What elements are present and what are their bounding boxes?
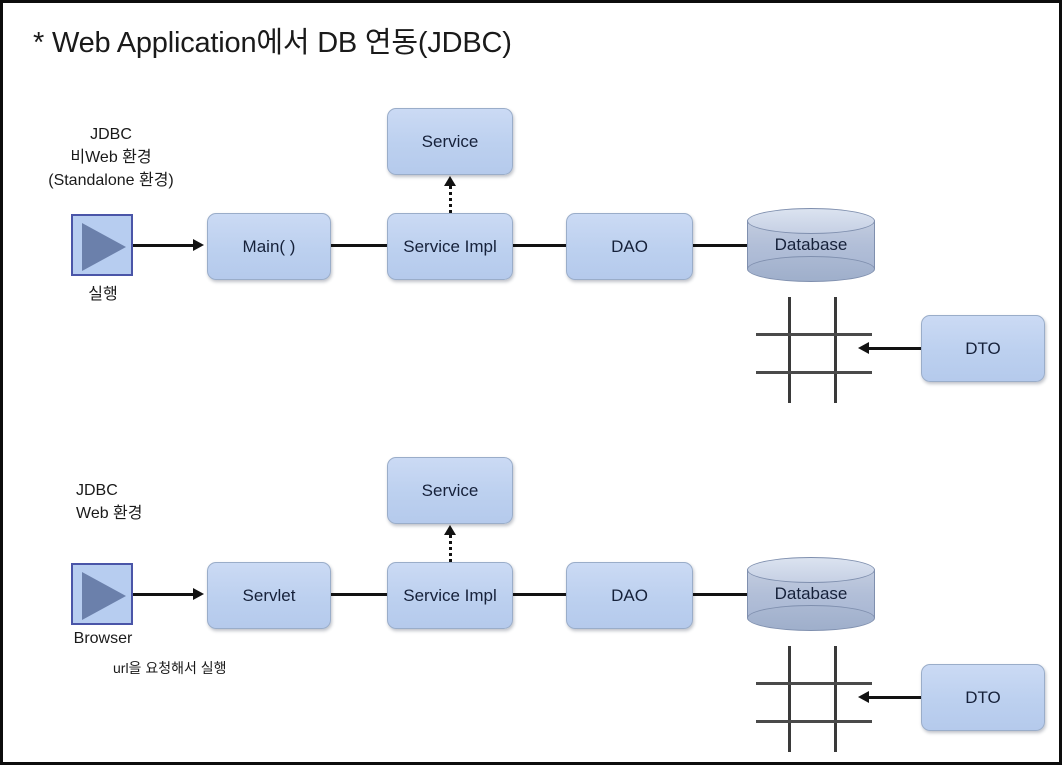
group-label-web: JDBC Web 환경 [76,482,143,523]
grid-vline-1 [788,646,791,752]
play-icon-web[interactable] [71,563,133,625]
node-dto-web[interactable]: DTO [921,664,1045,731]
node-service-impl-standalone[interactable]: Service Impl [387,213,513,280]
arrowhead-dto-to-grid-web [858,691,869,703]
grid-vline-2 [834,297,837,403]
node-dao-web[interactable]: DAO [566,562,693,629]
node-entry-web[interactable]: Servlet [207,562,331,629]
arrowhead-start-to-entry-web [193,588,204,600]
implements-arrowhead-web [444,525,456,535]
start-caption-web: Browser [73,630,133,647]
database-label: Database [774,584,848,603]
node-database-standalone[interactable]: Database [747,208,875,282]
implements-dotted-line-web [449,535,452,562]
connector-impl-to-dao-web [513,593,567,596]
node-service-standalone[interactable]: Service [387,108,513,175]
play-icon-standalone[interactable] [71,214,133,276]
page-title: * Web Application에서 DB 연동(JDBC) [33,27,512,59]
group-label-standalone: JDBC 비Web 환경 (Standalone 환경) [48,126,174,190]
connector-entry-to-impl-standalone [331,244,388,247]
connector-start-to-entry-web [133,593,195,596]
connector-dto-to-grid-web [868,696,921,699]
connector-dao-to-database-web [693,593,748,596]
implements-dotted-line-standalone [449,186,452,213]
grid-hline-1 [756,333,872,336]
start-caption-standalone: 실행 [88,286,118,303]
connector-dao-to-database-standalone [693,244,748,247]
grid-vline-1 [788,297,791,403]
arrowhead-dto-to-grid-standalone [858,342,869,354]
grid-vline-2 [834,646,837,752]
connector-impl-to-dao-standalone [513,244,567,247]
connector-start-to-entry-standalone [133,244,195,247]
node-service-impl-web[interactable]: Service Impl [387,562,513,629]
node-dao-standalone[interactable]: DAO [566,213,693,280]
play-triangle-icon [82,572,126,620]
connector-entry-to-impl-web [331,593,388,596]
play-triangle-icon [82,223,126,271]
connector-dto-to-grid-standalone [868,347,921,350]
database-label: Database [774,235,848,254]
table-grid-icon-standalone [756,297,872,403]
start-note-web: url을 요청해서 실행 [113,660,227,676]
node-dto-standalone[interactable]: DTO [921,315,1045,382]
cylinder-top [747,557,875,583]
grid-hline-1 [756,682,872,685]
arrowhead-start-to-entry-standalone [193,239,204,251]
implements-arrowhead-standalone [444,176,456,186]
node-database-web[interactable]: Database [747,557,875,631]
grid-hline-2 [756,371,872,374]
cylinder-top [747,208,875,234]
cylinder-bottom [747,605,875,631]
table-grid-icon-web [756,646,872,752]
node-entry-standalone[interactable]: Main( ) [207,213,331,280]
grid-hline-2 [756,720,872,723]
node-service-web[interactable]: Service [387,457,513,524]
cylinder-bottom [747,256,875,282]
